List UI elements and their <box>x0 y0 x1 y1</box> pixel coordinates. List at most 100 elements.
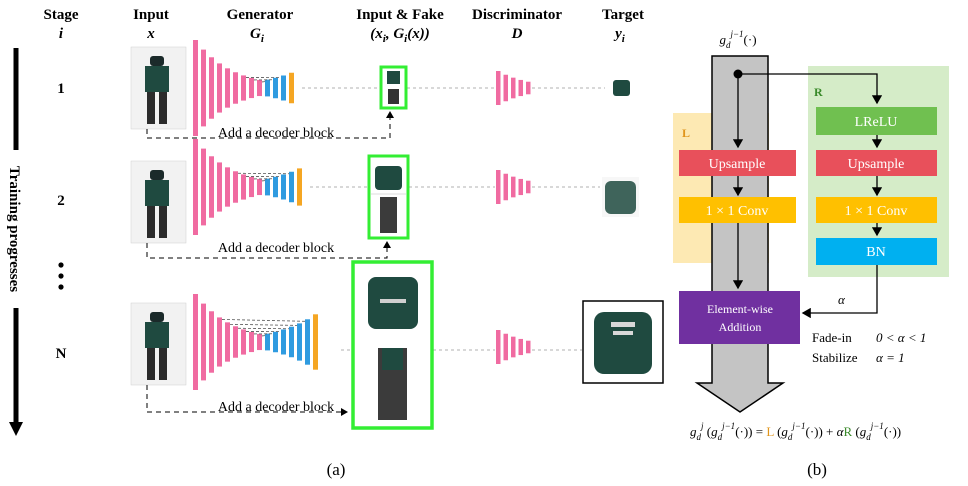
output-layer <box>297 168 302 206</box>
header-generator-sub: i <box>261 33 265 45</box>
L-conv-label: 1 × 1 Conv <box>706 204 769 219</box>
header-discriminator: Discriminator <box>472 7 562 23</box>
flow-connectors <box>732 73 883 319</box>
encoder-layer <box>209 311 214 373</box>
header-discriminator-symbol: D <box>511 26 523 42</box>
R-bn-box <box>816 238 937 265</box>
decoder-label-stage-1: Add a decoder block <box>218 126 334 141</box>
dotted-connectors <box>302 87 605 351</box>
output-layer <box>289 72 294 104</box>
input-fake-stage-1 <box>379 65 408 110</box>
decoder-feedback-stage-2 <box>146 241 391 259</box>
encoder-layer <box>233 72 238 104</box>
addition-label-line2: Addition <box>719 320 762 334</box>
discriminator-layer <box>511 336 516 358</box>
caption-b: (b) <box>807 460 827 479</box>
stage-label-1: 1 <box>57 81 65 97</box>
discriminator-layer <box>526 81 531 95</box>
caption-a: (a) <box>327 460 346 479</box>
encoder-layer <box>241 329 246 355</box>
R-conv-label: 1 × 1 Conv <box>845 204 908 219</box>
encoder-layer <box>193 40 198 136</box>
discriminator-layer <box>496 170 501 204</box>
target-image-stage-2 <box>602 177 639 217</box>
input-image-stage-1 <box>130 46 187 130</box>
input-function-label: gdj−1(·) <box>719 29 756 50</box>
header-input-fake-formula: (xi, Gi(x)) <box>370 26 429 45</box>
header-generator: Generator <box>227 7 294 23</box>
header-target-sub: i <box>622 33 626 45</box>
header-stage-symbol: i <box>59 26 64 42</box>
elementwise-addition-box <box>679 291 800 344</box>
R-lrelu-box <box>816 107 937 135</box>
discriminator-layer <box>518 178 523 196</box>
input-image-stage-2 <box>130 160 187 244</box>
encoder-layer <box>241 174 246 200</box>
decoder-layer <box>265 79 270 97</box>
decoder-label-stage-n: Add a decoder block <box>218 400 334 415</box>
encoder-layer <box>201 303 206 381</box>
encoder-layer <box>241 75 246 101</box>
decoder-layer <box>289 171 294 203</box>
decoder-feedback-stage-1 <box>146 111 394 139</box>
discriminator-layer <box>496 71 501 105</box>
header-target: Target <box>602 7 644 23</box>
discriminator-stage-2 <box>496 170 531 204</box>
header-generator-symbol: G <box>250 26 261 42</box>
decoder-layer <box>265 333 270 351</box>
encoder-layer <box>217 63 222 113</box>
training-progress-arrow <box>9 48 23 436</box>
svg-text:Gi: Gi <box>250 26 265 45</box>
stabilize-condition: α = 1 <box>876 350 905 365</box>
R-bn-label: BN <box>866 245 885 260</box>
fade-in-label: Fade-in <box>812 330 852 345</box>
encoder-layer <box>209 156 214 218</box>
decoder-layer <box>273 77 278 99</box>
target-image-stage-n <box>582 300 664 384</box>
generator-stage-2 <box>193 139 302 235</box>
alpha-label: α <box>838 292 846 307</box>
input-fake-stage-n <box>351 260 434 430</box>
discriminator-layer <box>526 340 531 354</box>
encoder-layer <box>249 331 254 353</box>
skip-connection <box>229 323 298 326</box>
R-upsample-box <box>816 150 937 176</box>
encoder-layer <box>217 317 222 367</box>
discriminator-layer <box>503 74 508 102</box>
discriminator-layer <box>518 338 523 356</box>
decoder-layer <box>273 176 278 198</box>
encoder-layer <box>193 294 198 390</box>
stage-label-2: 2 <box>57 193 65 209</box>
discriminator-stage-1 <box>496 71 531 105</box>
decoder-layer <box>305 319 310 365</box>
discriminator-layer <box>503 173 508 201</box>
encoder-layer <box>249 77 254 99</box>
encoder-layer <box>217 162 222 212</box>
header-stage: Stage <box>44 7 79 23</box>
decoder-layer <box>289 326 294 358</box>
encoder-layer <box>225 167 230 207</box>
encoder-layer <box>193 139 198 235</box>
header-input: Input <box>133 7 169 23</box>
svg-text:yi: yi <box>613 26 626 45</box>
ellipsis-dots <box>58 262 64 290</box>
decoder-label-stage-2: Add a decoder block <box>218 241 334 256</box>
L-upsample-label: Upsample <box>709 157 766 172</box>
L-conv-box <box>679 197 796 223</box>
encoder-layer <box>257 333 262 351</box>
stage-label-n: N <box>56 346 67 362</box>
L-branch-label: L <box>682 126 690 140</box>
fade-in-condition: 0 < α < 1 <box>876 330 926 345</box>
encoder-layer <box>225 322 230 362</box>
decoder-layer <box>297 323 302 361</box>
target-image-stage-1 <box>613 80 630 96</box>
decoder-layer <box>273 331 278 353</box>
R-lrelu-label: LReLU <box>855 115 898 130</box>
output-layer <box>313 314 318 370</box>
encoder-layer <box>209 57 214 119</box>
decoder-feedback-stage-n <box>146 385 348 416</box>
encoder-layer <box>201 49 206 127</box>
discriminator-layer <box>511 176 516 198</box>
